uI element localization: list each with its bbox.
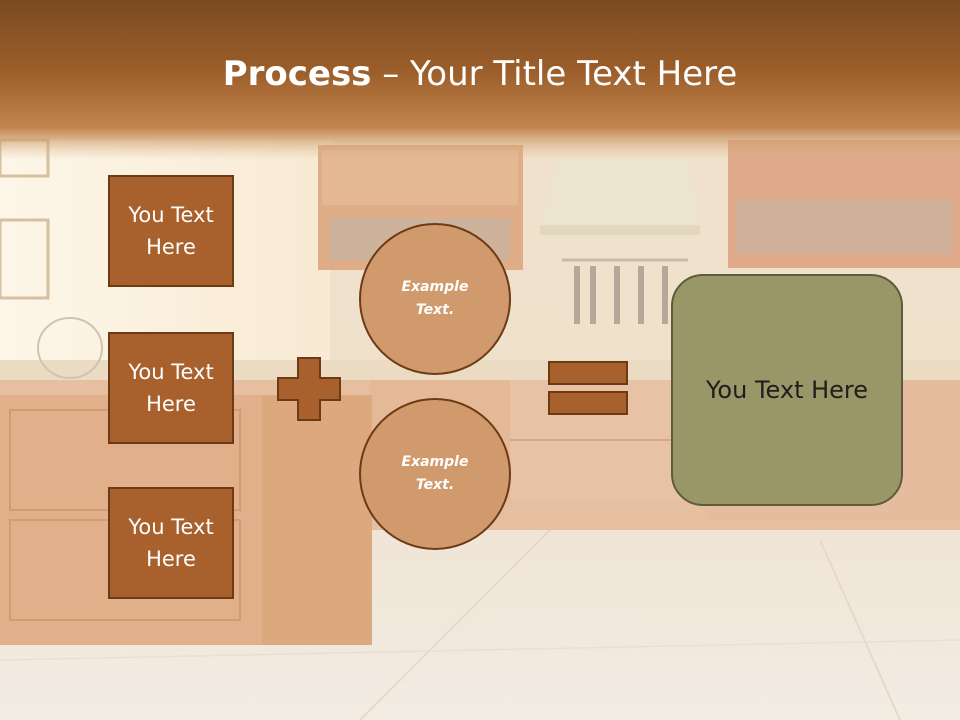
process-box-1: You Text Here [108, 175, 234, 287]
process-box-3-label: You Text Here [128, 515, 214, 571]
result-box: You Text Here [671, 274, 903, 506]
title-rest: – Your Title Text Here [371, 54, 738, 94]
slide-title: Process – Your Title Text Here [0, 52, 960, 96]
example-circle-1-label: Example Text. [401, 279, 469, 318]
equals-icon [548, 361, 628, 415]
plus-icon [277, 357, 341, 421]
example-circle-2-label: Example Text. [401, 454, 469, 493]
process-box-3: You Text Here [108, 487, 234, 599]
title-bold: Process [222, 54, 372, 94]
process-box-2: You Text Here [108, 332, 234, 444]
result-box-label: You Text Here [705, 376, 869, 404]
example-circle-2: Example Text. [359, 398, 511, 550]
example-circle-1: Example Text. [359, 223, 511, 375]
process-box-2-label: You Text Here [128, 360, 214, 416]
process-box-1-label: You Text Here [128, 203, 214, 259]
